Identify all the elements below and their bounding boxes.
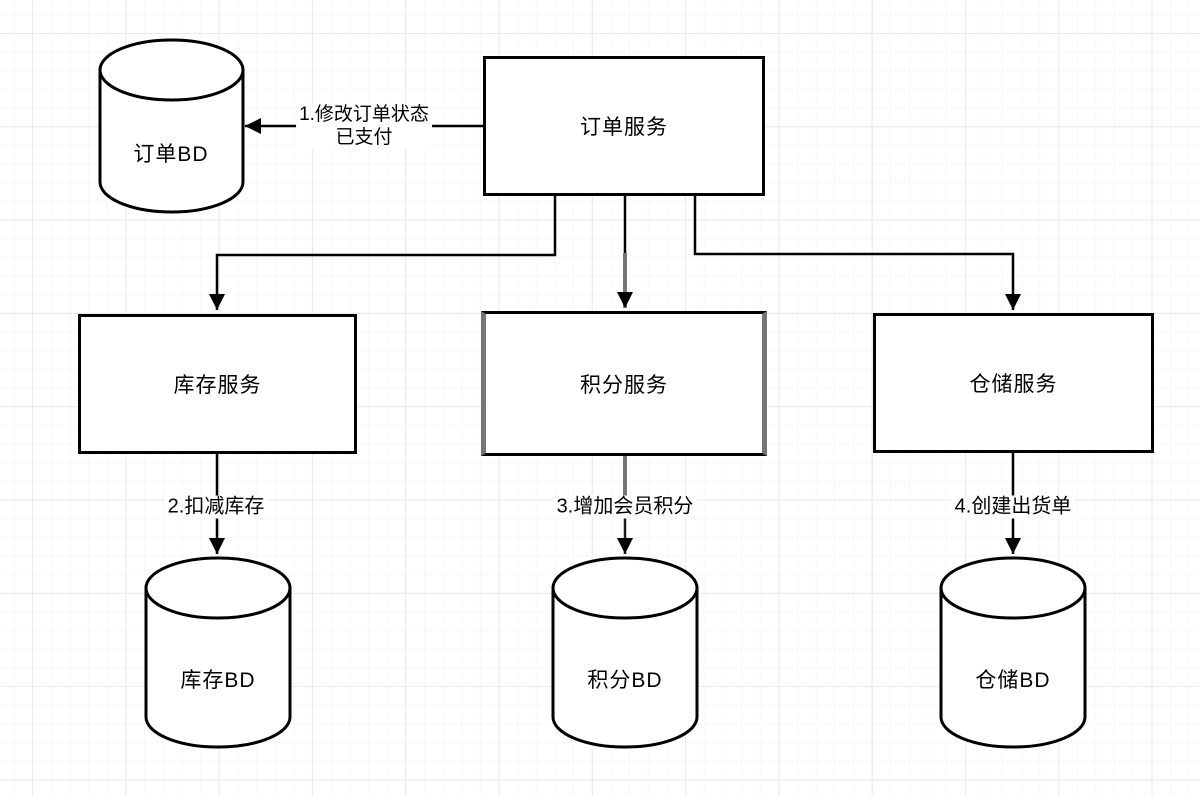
edge-order-to-warehouse[interactable] xyxy=(693,196,1021,310)
edge-label-create-shipment: 4.创建出货单 xyxy=(951,495,1075,519)
edge-label-line2: 已支付 xyxy=(335,127,393,148)
node-order-service-label: 订单服务 xyxy=(580,116,668,139)
node-points-db-shape[interactable] xyxy=(551,556,699,749)
node-warehouse-db-label: 仓储BD xyxy=(975,669,1051,692)
node-inventory-service[interactable]: 库存服务 xyxy=(78,314,357,454)
node-inventory-service-label: 库存服务 xyxy=(173,374,262,397)
node-warehouse-service-label: 仓储服务 xyxy=(969,373,1058,396)
node-order-db-shape[interactable] xyxy=(98,38,245,214)
edge-label-deduct-inventory: 2.扣减库存 xyxy=(164,495,268,519)
node-warehouse-db-shape[interactable] xyxy=(939,556,1087,749)
node-warehouse-service[interactable]: 仓储服务 xyxy=(873,313,1154,453)
node-points-service-label: 积分服务 xyxy=(580,373,668,397)
node-inventory-db-label: 库存BD xyxy=(180,669,256,692)
edge-label-modify-order-status: 1.修改订单状态 已支付 xyxy=(296,103,432,149)
node-inventory-db-shape[interactable] xyxy=(144,556,292,749)
node-points-service[interactable]: 积分服务 xyxy=(481,311,767,456)
node-points-db-label: 积分BD xyxy=(587,669,663,692)
node-order-db-label: 订单BD xyxy=(133,143,209,166)
edge-label-line1: 1.修改订单状态 xyxy=(299,104,429,125)
edge-order-to-inventory[interactable] xyxy=(209,196,557,310)
node-order-service[interactable]: 订单服务 xyxy=(483,56,765,196)
edge-label-add-member-points: 3.增加会员积分 xyxy=(553,495,697,519)
